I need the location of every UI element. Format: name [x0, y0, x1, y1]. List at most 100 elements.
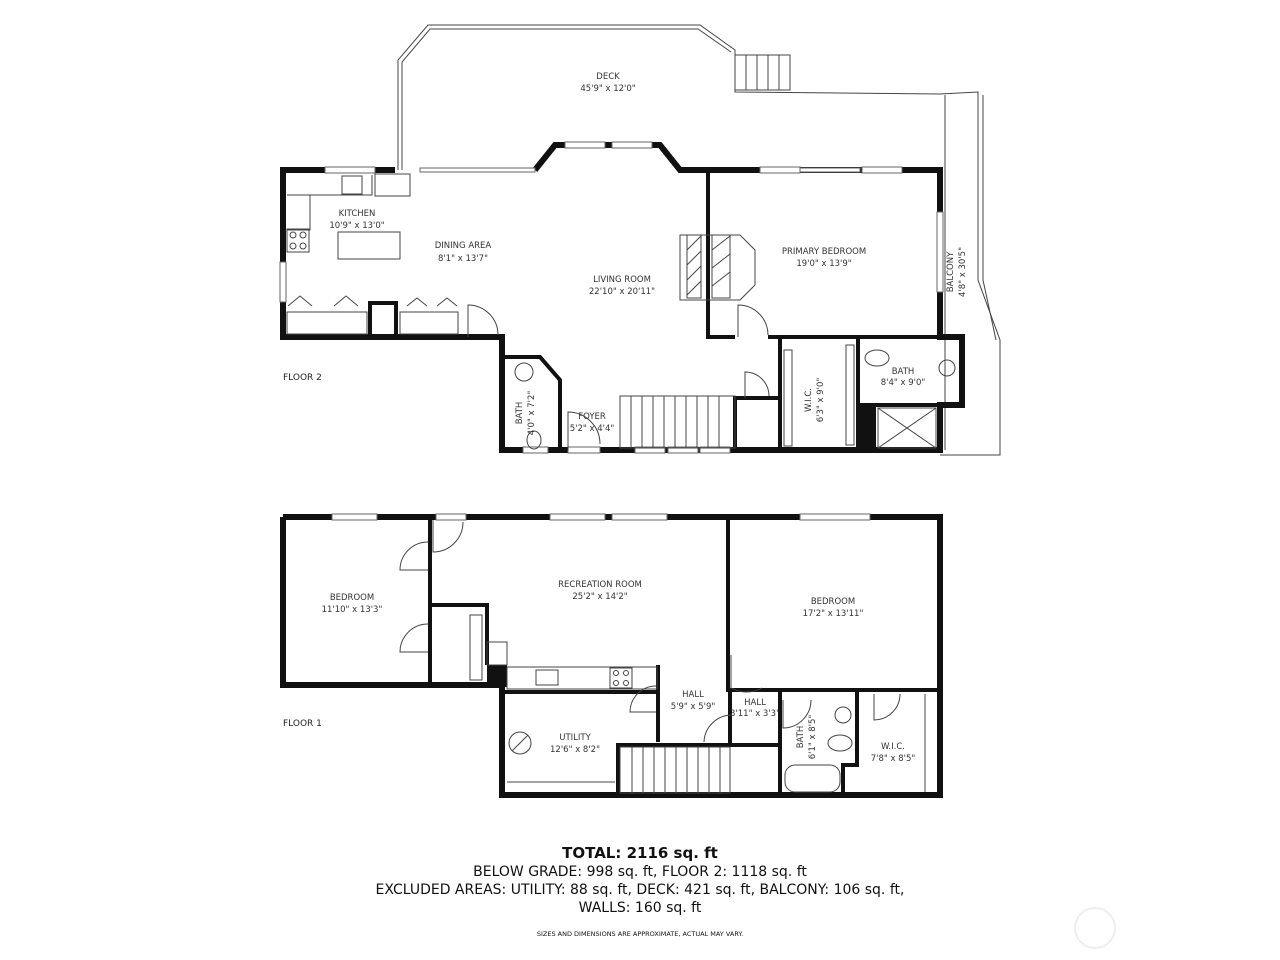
total-area: TOTAL: 2116 sq. ft [562, 844, 718, 862]
room-name: FOYER [578, 412, 606, 422]
room-dimensions: 4'0" x 7'2" [527, 391, 537, 436]
window [936, 211, 944, 293]
sink-icon [514, 362, 534, 382]
door-swing [467, 304, 499, 337]
room-dimensions: 19'0" x 13'9" [796, 259, 851, 269]
floor-2-plan: DECK 45'9" x 12'0" KITCHEN 10'9" x 13'0"… [279, 24, 1001, 456]
room-dimensions: 6'3" x 9'0" [816, 378, 826, 423]
room-name: DECK [596, 72, 620, 82]
floor-1-plan: BEDROOM 11'10" x 13'3" RECREATION ROOM 2… [280, 513, 943, 798]
cabinet-door-swings [287, 295, 458, 307]
window [331, 513, 378, 521]
window [634, 446, 666, 454]
kitchenette-counter [506, 666, 658, 690]
shower-icon [877, 407, 937, 449]
door-swing [399, 623, 429, 653]
door-swing [744, 371, 770, 398]
closet-shelf [469, 614, 483, 681]
door-swing [703, 714, 733, 743]
floor-1-exterior-wall [280, 514, 943, 798]
sink-icon [834, 706, 852, 724]
room-name: KITCHEN [339, 209, 376, 219]
room-dimensions: 4'8" x 30'5" [958, 247, 968, 297]
window [611, 513, 668, 521]
room-name: HALL [744, 698, 766, 708]
deck-outline [397, 24, 1001, 456]
door [435, 513, 467, 521]
deck-stairs [734, 54, 791, 91]
toilet-icon [864, 349, 890, 367]
counter [287, 175, 373, 196]
window [279, 261, 287, 303]
room-name: BATH [515, 402, 525, 425]
kitchen-island [337, 231, 401, 260]
sink-icon [341, 175, 363, 195]
stove-icon [609, 667, 633, 689]
room-dimensions: 25'2" x 14'2" [572, 592, 627, 602]
sink-icon [535, 669, 559, 686]
window [799, 513, 871, 521]
window [611, 141, 653, 149]
interior-wall [430, 603, 489, 665]
closet-shelf [845, 344, 855, 446]
sink-icon [938, 359, 956, 377]
room-name: LIVING ROOM [593, 275, 651, 285]
room-dimensions: 8'4" x 9'0" [881, 378, 926, 388]
door-swing [399, 541, 429, 571]
counter [287, 194, 311, 231]
room-dimensions: 11'10" x 13'3" [322, 605, 383, 615]
interior-wall [733, 396, 780, 450]
door-swing [873, 693, 901, 721]
room-name: PRIMARY BEDROOM [782, 247, 866, 257]
shaft [858, 405, 876, 450]
room-name: BEDROOM [330, 593, 374, 603]
sliding-door [799, 167, 861, 173]
interior-wall [706, 170, 735, 339]
interior-wall [841, 692, 859, 795]
stairs [619, 395, 736, 449]
disclaimer: SIZES AND DIMENSIONS ARE APPROXIMATE, AC… [537, 930, 743, 938]
closet-shelf [783, 349, 793, 447]
watermark-logo [1074, 907, 1116, 949]
window [564, 141, 606, 149]
excluded-areas: EXCLUDED AREAS: UTILITY: 88 sq. ft, DECK… [376, 882, 905, 898]
room-dimensions: 8'1" x 13'7" [438, 254, 488, 264]
room-name: BALCONY [946, 251, 956, 292]
fireplace-icon [679, 234, 756, 301]
walls-area: WALLS: 160 sq. ft [579, 900, 702, 916]
room-name: W.I.C. [881, 742, 905, 752]
counter [374, 173, 411, 197]
room-name: RECREATION ROOM [558, 580, 642, 590]
window [522, 446, 549, 454]
room-dimensions: 5'2" x 4'4" [570, 424, 615, 434]
area-breakdown: BELOW GRADE: 998 sq. ft, FLOOR 2: 1118 s… [473, 864, 807, 880]
area-summary: TOTAL: 2116 sq. ft BELOW GRADE: 998 sq. … [376, 844, 905, 938]
front-door [567, 446, 601, 454]
sliding-door [419, 167, 536, 173]
room-name: BATH [892, 367, 915, 377]
toilet-icon [526, 430, 542, 450]
interior-wall [368, 301, 398, 337]
interior-wall [502, 355, 562, 450]
window [759, 166, 801, 174]
cabinet [399, 311, 459, 335]
bathtub-icon [784, 764, 841, 793]
room-dimensions: 22'10" x 20'11" [589, 287, 655, 297]
cabinet [286, 311, 368, 335]
room-name: HALL [682, 690, 704, 700]
room-dimensions: 45'9" x 12'0" [580, 84, 635, 94]
door-swing [432, 520, 464, 553]
room-name: W.I.C. [804, 388, 814, 412]
room-dimensions: 17'2" x 13'11" [803, 609, 864, 619]
room-dimensions: 10'9" x 13'0" [329, 221, 384, 231]
window [699, 446, 731, 454]
floor-2-exterior-wall [280, 142, 965, 453]
room-dimensions: 12'6" x 8'2" [550, 745, 600, 755]
window [324, 166, 376, 174]
door-swing [782, 699, 812, 729]
room-dimensions: 6'1" x 8'5" [808, 715, 818, 760]
door-swing [730, 655, 763, 693]
room-name: UTILITY [559, 733, 591, 743]
door-swing [737, 304, 769, 337]
